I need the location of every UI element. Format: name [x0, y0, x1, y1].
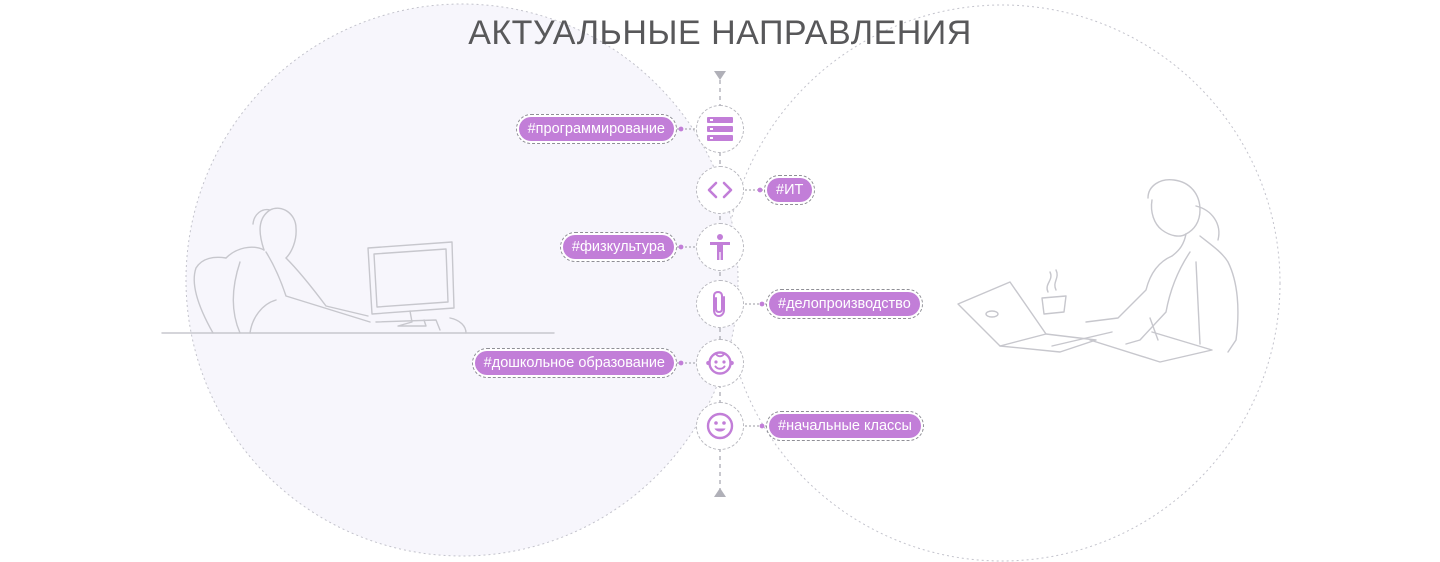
server-icon: [707, 117, 733, 141]
tag-preschool[interactable]: #дошкольное образование: [471, 348, 677, 378]
code-icon: [707, 181, 733, 199]
man-at-computer-illustration: [161, 207, 555, 334]
node-programming: [696, 105, 744, 153]
paperclip-icon: [713, 290, 725, 318]
node-primary-school: [696, 402, 744, 450]
person-icon: [710, 234, 730, 260]
tag-label: #физкультура: [562, 235, 674, 259]
tag-label: #делопроизводство: [769, 292, 920, 316]
connector-dots: [678, 126, 765, 429]
node-physical-education: [696, 223, 744, 271]
section-title: АКТУАЛЬНЫЕ НАПРАВЛЕНИЯ: [468, 14, 972, 52]
tag-physical-education[interactable]: #физкультура: [559, 232, 677, 262]
tag-label: #дошкольное образование: [474, 351, 674, 375]
arrow-down-icon: [714, 71, 726, 80]
tag-programming[interactable]: #программирование: [515, 114, 677, 144]
woman-with-laptop-illustration: [957, 179, 1239, 363]
node-preschool: [696, 339, 744, 387]
left-circle: [185, 3, 739, 557]
tag-label: #программирование: [518, 117, 674, 141]
tag-it[interactable]: #ИТ: [764, 175, 816, 205]
tag-primary-school[interactable]: #начальные классы: [766, 411, 924, 441]
tag-office-work[interactable]: #делопроизводство: [766, 289, 923, 319]
node-it: [696, 166, 744, 214]
node-office-work: [696, 280, 744, 328]
smile-icon: [706, 412, 734, 440]
tag-label: #начальные классы: [769, 414, 921, 438]
baby-face-icon: [706, 351, 734, 375]
tag-label: #ИТ: [767, 178, 813, 202]
arrow-up-icon: [714, 488, 726, 497]
